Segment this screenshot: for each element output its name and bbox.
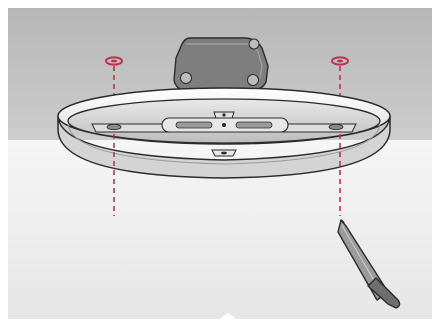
mounting-ring-icon [57,87,391,179]
screw-hole-marker-icon [105,56,123,66]
bottom-notch-icon [208,313,248,327]
screw-hole-marker-icon [331,56,349,66]
pencil-icon [337,219,401,309]
guide-line-icon [113,134,341,216]
mounting-bracket-icon [173,37,269,91]
